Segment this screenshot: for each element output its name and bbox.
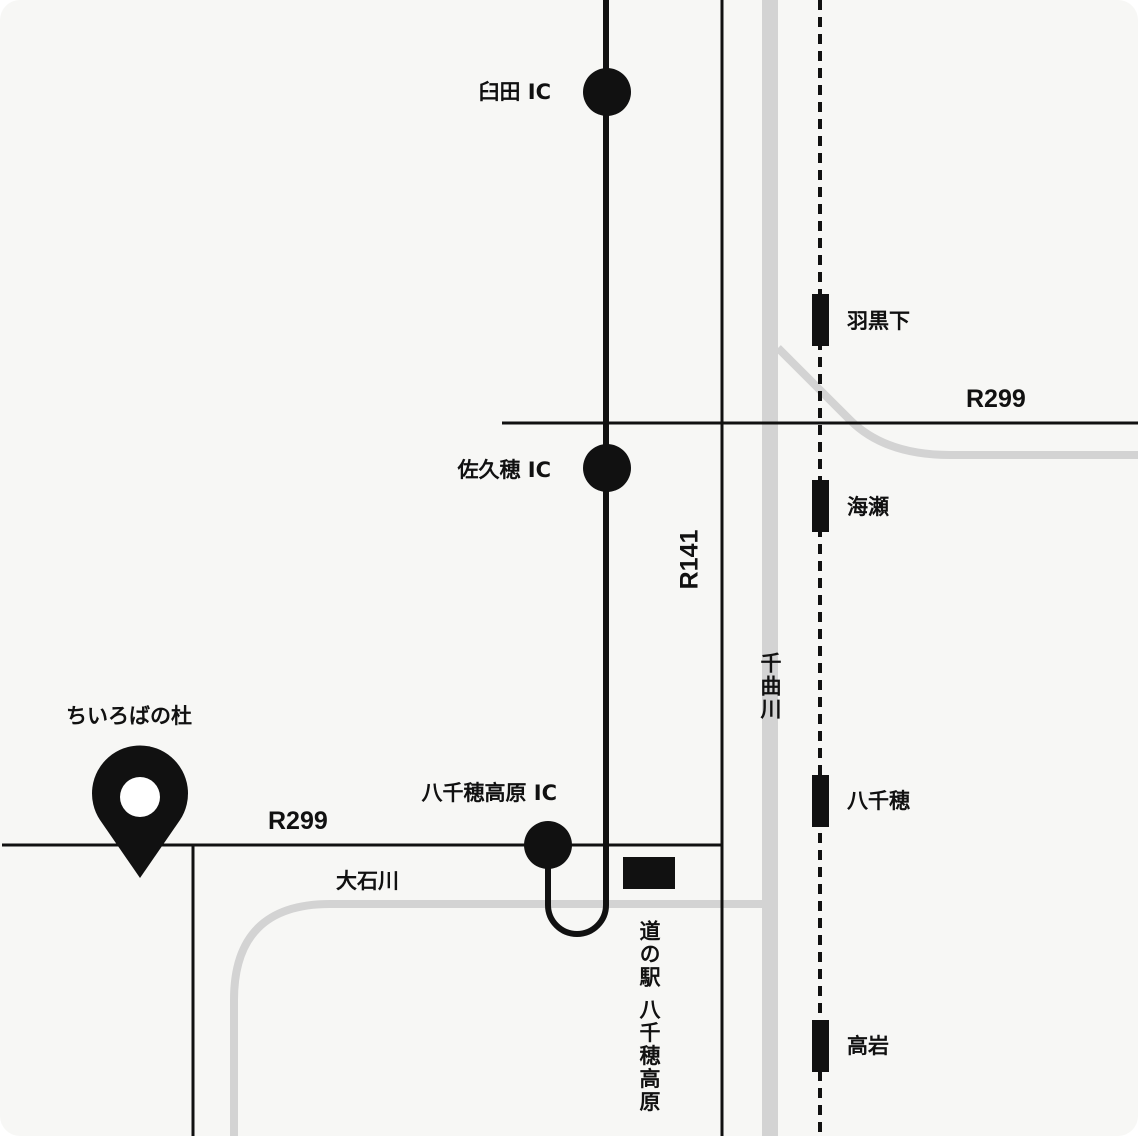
- station-label-kaize: 海瀬: [847, 495, 889, 519]
- station-marker-kaize: [812, 480, 829, 532]
- ic-marker-yachiho-kogen: [524, 821, 572, 869]
- road-label-r299-east: R299: [966, 385, 1026, 413]
- roadside-station-marker: [623, 857, 675, 889]
- station-label-haguroshita: 羽黒下: [847, 309, 910, 333]
- ic-label-yachiho-kogen: 八千穂高原 IC: [421, 781, 557, 805]
- oishi-river: [230, 900, 770, 1136]
- ic-label-sakuho: 佐久穂 IC: [457, 458, 551, 482]
- station-marker-haguroshita: [812, 294, 829, 346]
- river-label-oishi: 大石川: [336, 869, 399, 893]
- ic-marker-usuda: [583, 68, 631, 116]
- roadside-station-label: 道の駅 八千穂高原: [637, 920, 661, 1114]
- station-label-takaiwa: 高岩: [847, 1034, 889, 1058]
- station-marker-yachiho: [812, 775, 829, 827]
- station-label-yachiho: 八千穂: [847, 789, 910, 813]
- river-label-chikuma: 千曲川: [758, 652, 782, 721]
- expressway: [545, 0, 609, 937]
- station-marker-takaiwa: [812, 1020, 829, 1072]
- chikuma-branch-river: [775, 345, 1138, 459]
- road-label-r141: R141: [675, 529, 704, 590]
- destination-label: ちいろばの杜: [66, 704, 192, 728]
- road-label-r299-west: R299: [268, 807, 328, 835]
- map-pin-icon[interactable]: [92, 745, 188, 878]
- ic-label-usuda: 臼田 IC: [478, 80, 551, 104]
- ic-marker-sakuho: [583, 444, 631, 492]
